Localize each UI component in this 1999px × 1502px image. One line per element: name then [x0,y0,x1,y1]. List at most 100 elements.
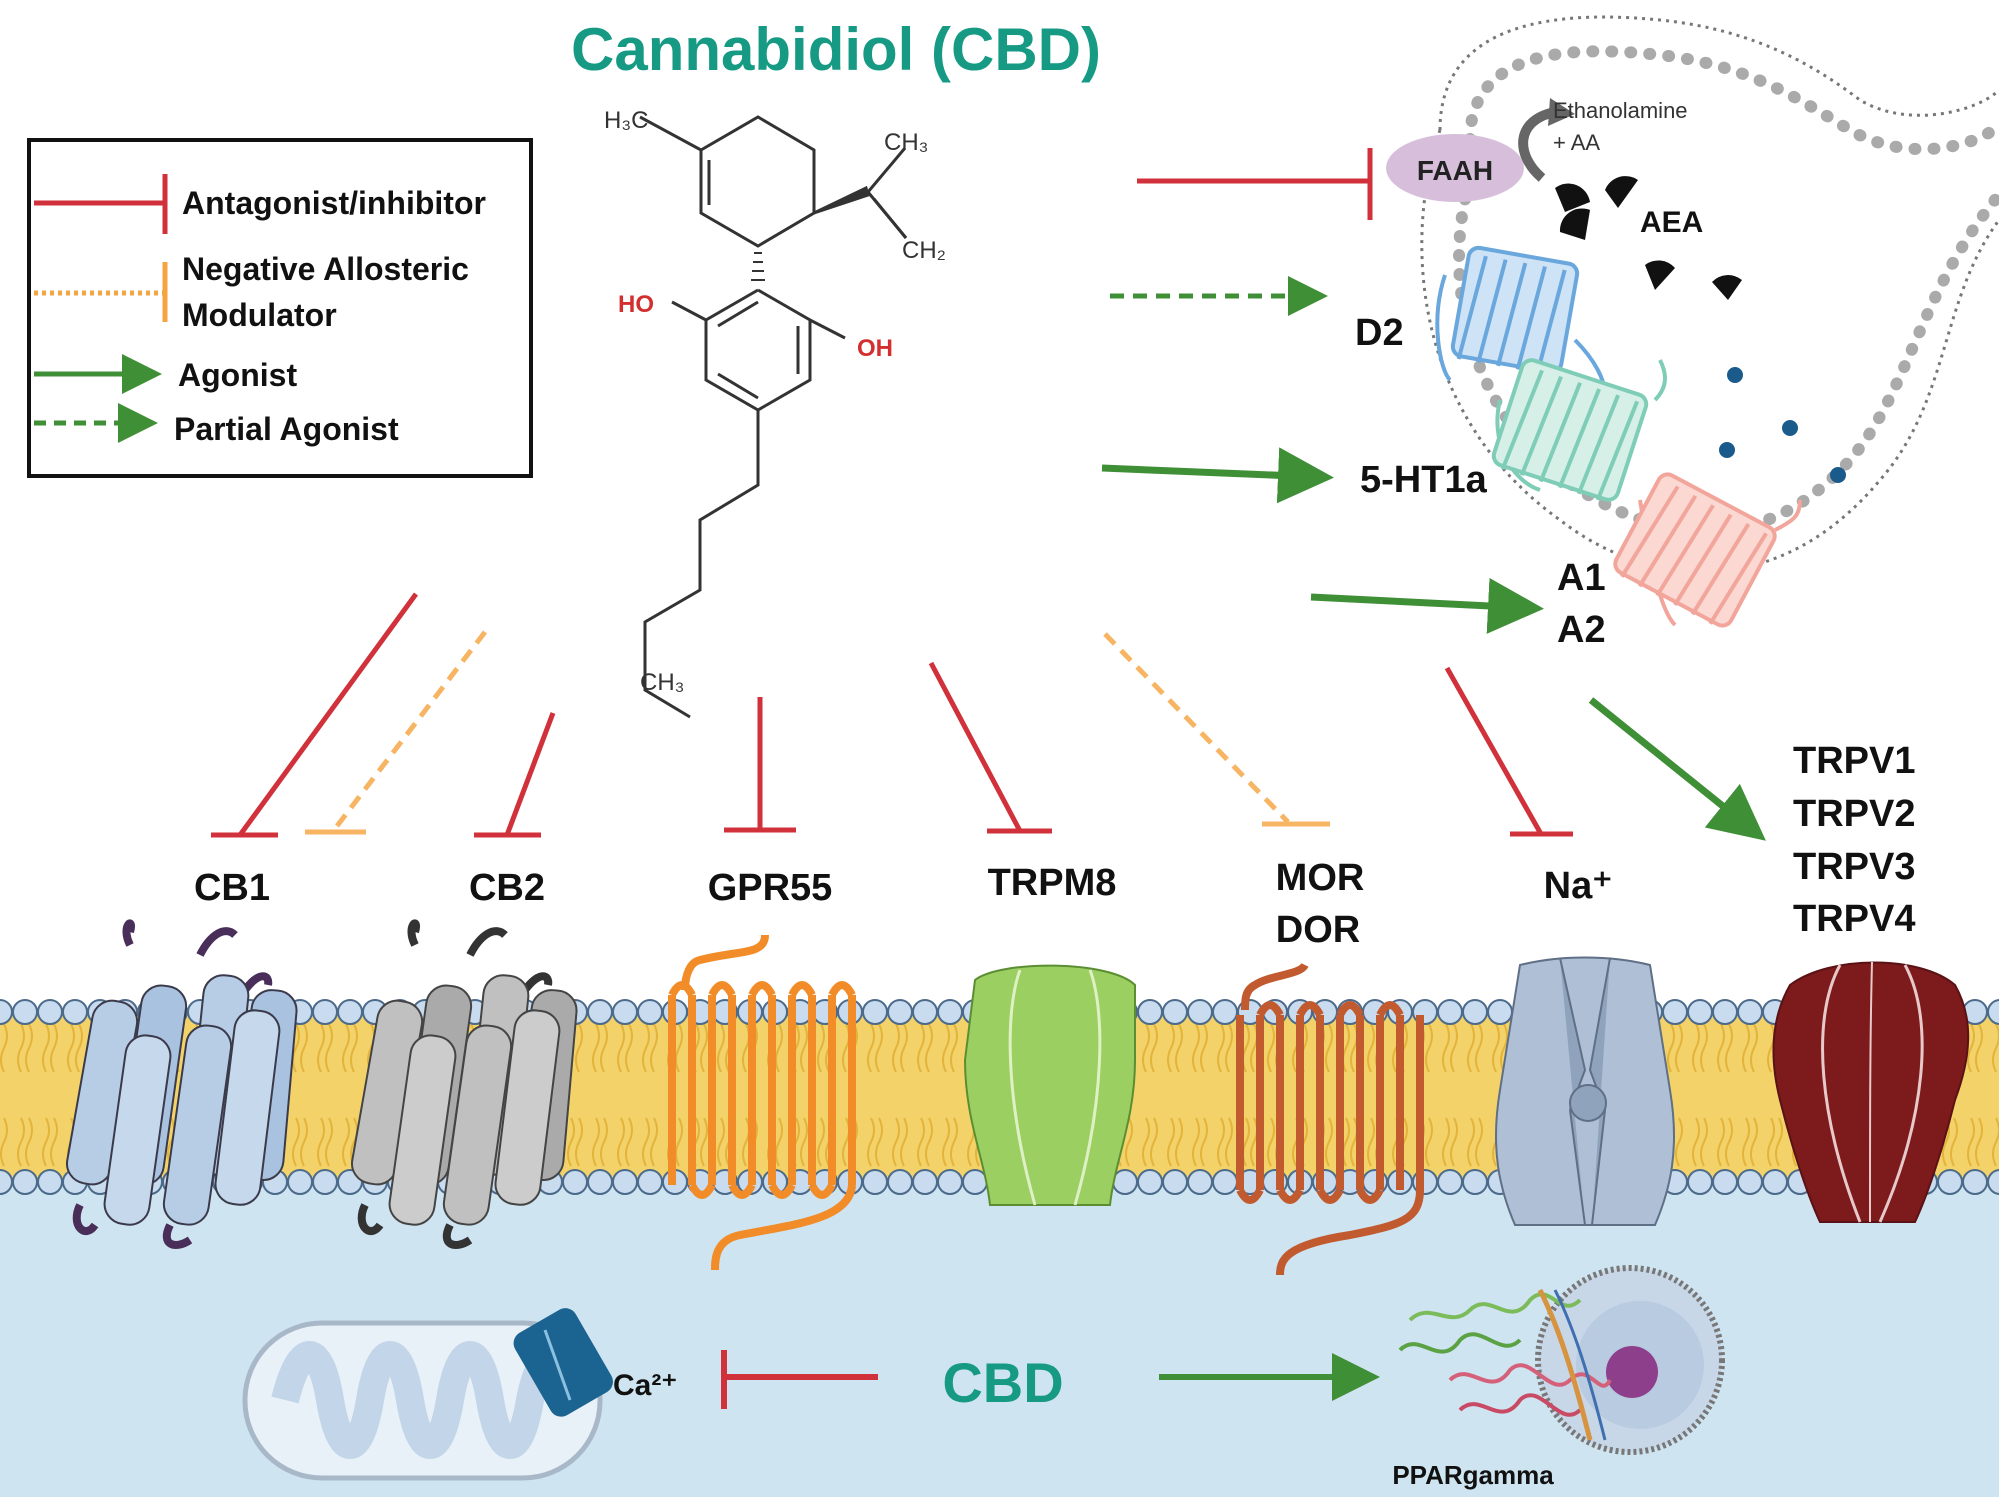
lipid-tail [1367,1117,1375,1167]
lipid-head [1162,999,1188,1025]
mitochondrion [242,1320,603,1481]
label-trpv4: TRPV4 [1793,898,1915,940]
lipid-head [1687,1169,1713,1195]
lipid-tail [567,1117,575,1167]
legend: Antagonist/inhibitor Negative Allosteric… [27,138,533,478]
lipid-tail [1442,1117,1450,1167]
gpr55-receptor [668,934,856,1271]
lipid-head [312,1169,338,1195]
legend-item-partial: Partial Agonist [34,403,399,447]
lipid-tail [50,1117,58,1167]
5ht1a-receptor [1491,358,1667,502]
cb2-receptor [351,919,578,1249]
lipid-head [1162,1169,1188,1195]
calcium-channel [513,1308,613,1417]
lipid-tail [675,1023,683,1073]
lipid-tail [292,1023,300,1073]
lipid-tail [350,1023,358,1073]
cb1-inhibition [211,592,419,838]
lipid-tail [892,1023,900,1073]
lipid-tail [1217,1023,1225,1073]
lipid-tail [1225,1023,1233,1073]
lipid-tail [1192,1117,1200,1167]
lipid-tail [42,1023,50,1073]
lipid-tail [1325,1023,1333,1073]
legend-item-agonist: Agonist [34,354,297,394]
lipid-tail [0,1117,8,1167]
lipid-head [587,999,613,1025]
lipid-tail [292,1117,300,1167]
lipid-head [1662,999,1688,1025]
lipid-tail [800,1023,808,1073]
lipid-tail [342,1023,350,1073]
aa-label: + AA [1553,130,1600,155]
lipid-tail [1950,1117,1958,1167]
lipid-tail [317,1023,325,1073]
cb2-inhibition [474,712,556,838]
lipid-tail [917,1117,925,1167]
lipid-tail [717,1117,725,1167]
lipid-head [637,999,663,1025]
lipid-tail [1267,1117,1275,1167]
lipid-head [1737,1169,1763,1195]
lipid-tail [625,1023,633,1073]
lipid-head [1962,1169,1988,1195]
lipid-tail [1717,1117,1725,1167]
lipid-tail [800,1117,808,1167]
lipid-tail [1967,1023,1975,1073]
lipid-tail [1125,1117,1133,1167]
title: Cannabidiol (CBD) [571,16,1101,83]
lipid-tail [1167,1117,1175,1167]
atom-ch3-bottom: CH₃ [640,669,684,696]
ligand-dots [1719,367,1846,483]
lipid-head [62,999,88,1025]
lipid-tail [892,1117,900,1167]
lipid-tail [1700,1117,1708,1167]
cbd-molecule [639,115,908,719]
lipid-tail [650,1117,658,1167]
lipid-head [562,1169,588,1195]
lipid-head [912,999,938,1025]
lipid-tail [1667,1023,1675,1073]
lipid-head [1187,999,1213,1025]
legend-label-partial: Partial Agonist [174,411,399,447]
lipid-tail [42,1117,50,1167]
lipid-tail [1200,1023,1208,1073]
lipid-tail [75,1023,83,1073]
lipid-head [312,999,338,1025]
lipid-tail [675,1117,683,1167]
legend-label-agonist: Agonist [178,357,297,393]
lipid-tail [1675,1023,1683,1073]
lipid-tail [900,1117,908,1167]
na-channel [1495,956,1675,1226]
label-trpv3: TRPV3 [1793,846,1915,888]
label-trpv1: TRPV1 [1793,740,1915,782]
lipid-tail [1700,1023,1708,1073]
lipid-tail [1742,1023,1750,1073]
atom-ch3-top: CH₃ [884,129,928,156]
lipid-tail [942,1023,950,1073]
lipid-tail [1150,1023,1158,1073]
lipid-tail [1325,1117,1333,1167]
lipid-tail [1142,1117,1150,1167]
aea-molecules [1555,176,1742,300]
lipid-head [337,999,363,1025]
d2-receptor [1435,245,1607,396]
lipid-tail [1500,1023,1508,1073]
label-ppar: PPARgamma [1392,1460,1554,1490]
lipid-head [1987,999,1999,1025]
legend-label-inhibitor: Antagonist/inhibitor [182,185,486,221]
lipid-head [1987,1169,1999,1195]
lipid-tail [0,1023,8,1073]
lipid-head [12,999,38,1025]
label-d2: D2 [1355,312,1404,354]
lipid-tail [600,1117,608,1167]
lipid-tail [1200,1117,1208,1167]
lipid-head [1462,999,1488,1025]
aea-label: AEA [1640,206,1703,239]
label-5ht1a: 5-HT1a [1360,459,1488,501]
atom-ch2: CH₂ [902,237,946,264]
label-cb2: CB2 [469,867,545,909]
lipid-tail [1750,1117,1758,1167]
lipid-tail [300,1117,308,1167]
